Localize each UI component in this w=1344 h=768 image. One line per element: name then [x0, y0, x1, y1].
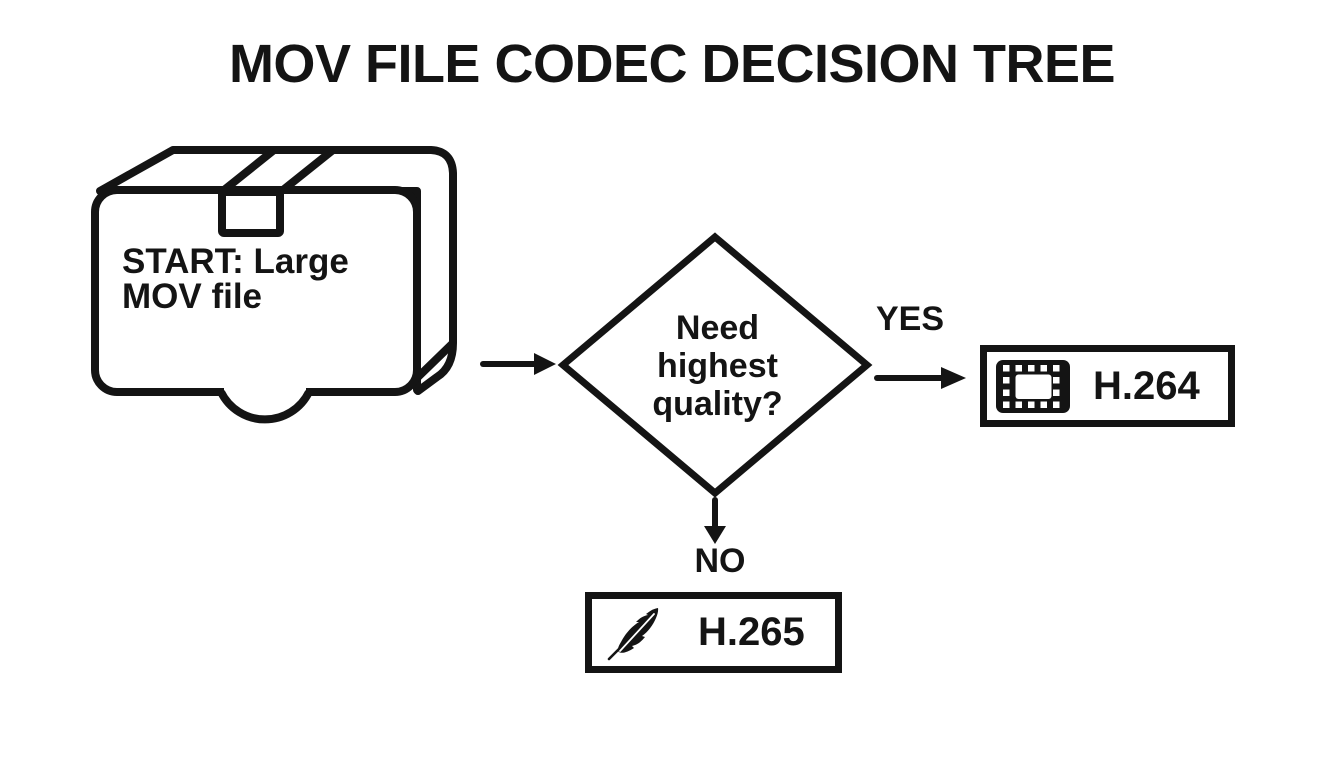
h264-label: H.264 — [1093, 363, 1200, 408]
start-node: START: Large MOV file — [85, 135, 465, 430]
page-title: MOV FILE CODEC DECISION TREE — [228, 34, 1116, 94]
no-branch-label: NO — [694, 542, 746, 580]
decision-diamond — [557, 232, 873, 498]
arrow-decision-to-h265 — [704, 497, 726, 544]
feather-icon — [605, 604, 663, 662]
decision-label: Need highest quality? — [652, 308, 783, 423]
package-box-icon — [91, 146, 457, 424]
start-node-label: START: Large MOV file — [122, 242, 349, 316]
h264-node: H.264 — [980, 345, 1235, 427]
film-frame-icon — [996, 359, 1070, 413]
yes-branch-label: YES — [875, 300, 945, 338]
decision-text-wrap: Need highest quality? — [545, 218, 890, 513]
h265-label: H.265 — [698, 610, 805, 654]
arrow-decision-to-h264 — [874, 367, 966, 389]
arrow-start-to-decision — [480, 353, 556, 375]
h265-node: H.265 — [585, 592, 842, 673]
